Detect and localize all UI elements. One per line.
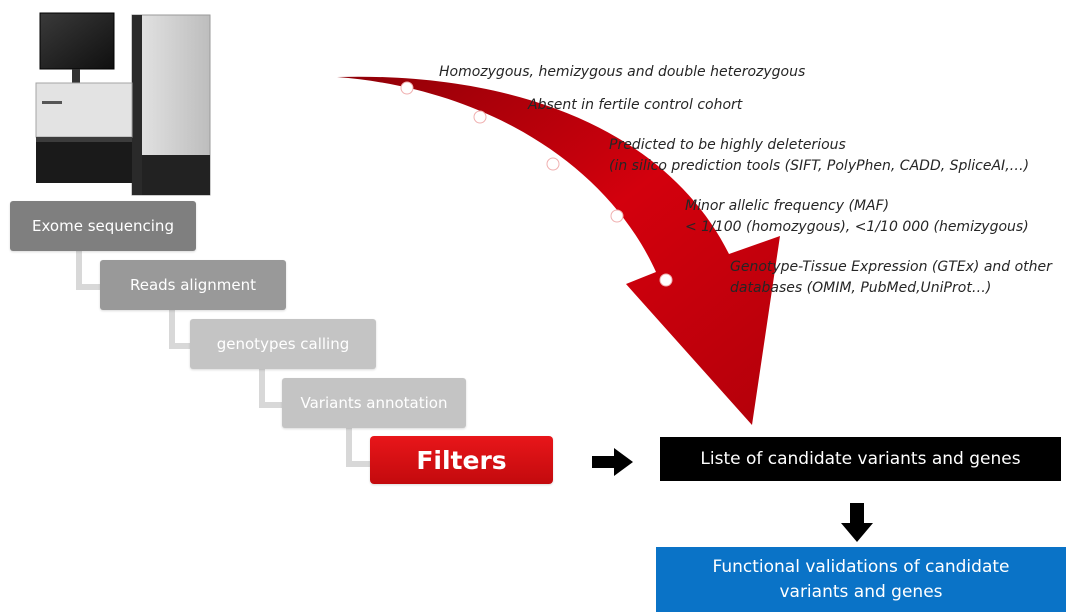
filter-criterion: Genotype-Tissue Expression (GTEx) and ot… [730,259,1052,275]
step-filters: Filters [370,436,553,484]
filter-bullet [659,273,673,287]
filter-criterion: Homozygous, hemizygous and double hetero… [439,64,806,80]
step-genotypes-calling: genotypes calling [190,319,376,369]
sequencing-machine-image [35,12,211,196]
filter-bullet [400,81,414,95]
step-connector [169,343,193,349]
candidate-variants-box: Liste of candidate variants and genes [660,437,1061,481]
filter-bullet [473,110,487,124]
step-reads-alignment: Reads alignment [100,260,286,310]
step-exome-sequencing: Exome sequencing [10,201,196,251]
step-variants-annotation: Variants annotation [282,378,466,428]
step-connector [259,368,265,408]
functional-validation-box: Functional validations of candidate vari… [656,547,1066,612]
black-arrow-icon [592,448,633,476]
step-connector [346,427,352,467]
filter-criterion: Minor allelic frequency (MAF) [685,198,890,214]
filter-criterion-detail: (in silico prediction tools (SIFT, PolyP… [609,158,1030,174]
step-connector [76,284,102,290]
step-connector [346,461,372,467]
filter-criterion: Predicted to be highly deleterious [609,137,846,153]
filter-criterion-detail: databases (OMIM, PubMed,UniProt…) [730,280,992,296]
filter-bullet [546,157,560,171]
validation-text-line-1: Functional validations of candidate [712,556,1010,577]
step-connector [169,309,175,349]
validation-text-line-2: variants and genes [779,581,943,602]
filter-criterion: Absent in fertile control cohort [528,97,743,113]
step-connector [259,402,283,408]
step-connector [76,250,82,290]
filter-criterion-detail: < 1/100 (homozygous), <1/10 000 (hemizyg… [685,219,1029,235]
filter-bullet [610,209,624,223]
black-arrow-icon [841,503,873,542]
